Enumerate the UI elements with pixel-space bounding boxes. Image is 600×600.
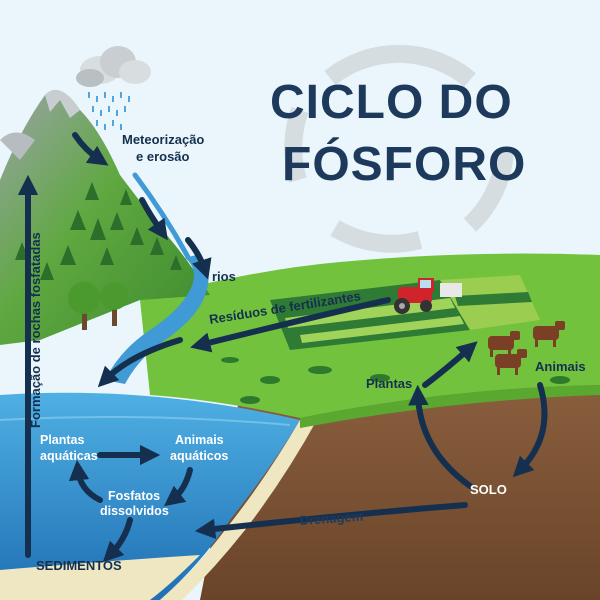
- label-drainage: Drenagem: [299, 509, 363, 528]
- label-sediments: SEDIMENTOS: [36, 558, 122, 573]
- cycle-ring-icon: [284, 44, 514, 253]
- label-dissolved-2: dissolvidos: [100, 504, 169, 518]
- label-rock-formation: Formação de rochas fosfatadas: [28, 232, 43, 428]
- arrow-soil-to-plants: [408, 384, 473, 489]
- label-animals: Animais: [535, 359, 586, 374]
- arrow-weathering: [72, 132, 109, 166]
- arrow-plants-to-animals: [422, 341, 478, 388]
- label-weathering-1: Meteorização: [122, 132, 204, 147]
- label-soil: SOLO: [470, 482, 507, 497]
- label-dissolved-1: Fosfatos: [108, 489, 160, 503]
- label-plants: Plantas: [366, 376, 412, 391]
- label-aquatic-plants-1: Plantas: [40, 433, 85, 447]
- label-aquatic-animals-1: Animais: [175, 433, 224, 447]
- page-title-line2: FÓSFORO: [282, 136, 526, 191]
- arrow-erosion: [139, 197, 168, 241]
- label-aquatic-animals-2: aquáticos: [170, 449, 228, 463]
- sea: [0, 392, 300, 600]
- tractor-icon: [394, 278, 462, 314]
- arrow-dissolved-to-plants: [68, 459, 103, 503]
- label-rivers: rios: [212, 269, 236, 284]
- page-title-line1: CICLO DO: [270, 76, 513, 129]
- arrow-fertilizer-runoff: [190, 297, 391, 353]
- cycle-arrows: [17, 132, 548, 563]
- arrow-dissolved-to-sediment: [102, 517, 133, 563]
- grass-tufts: [221, 357, 570, 404]
- arrow-animals-to-soil: [512, 382, 548, 478]
- arrow-drainage: [194, 502, 468, 540]
- sediment-sand: [0, 555, 200, 600]
- river: [105, 255, 209, 384]
- rain-cloud-icon: [76, 46, 151, 130]
- arrow-river-to-sea: [97, 337, 183, 388]
- cattle-icon: [488, 321, 565, 375]
- round-trees: [68, 282, 128, 330]
- mountain: [0, 90, 210, 345]
- arrow-animals-to-dissolved: [163, 467, 193, 507]
- label-weathering-2: e erosão: [136, 149, 190, 164]
- label-aquatic-plants-2: aquáticas: [40, 449, 98, 463]
- arrow-river-flow: [185, 237, 212, 280]
- forest: [15, 182, 182, 280]
